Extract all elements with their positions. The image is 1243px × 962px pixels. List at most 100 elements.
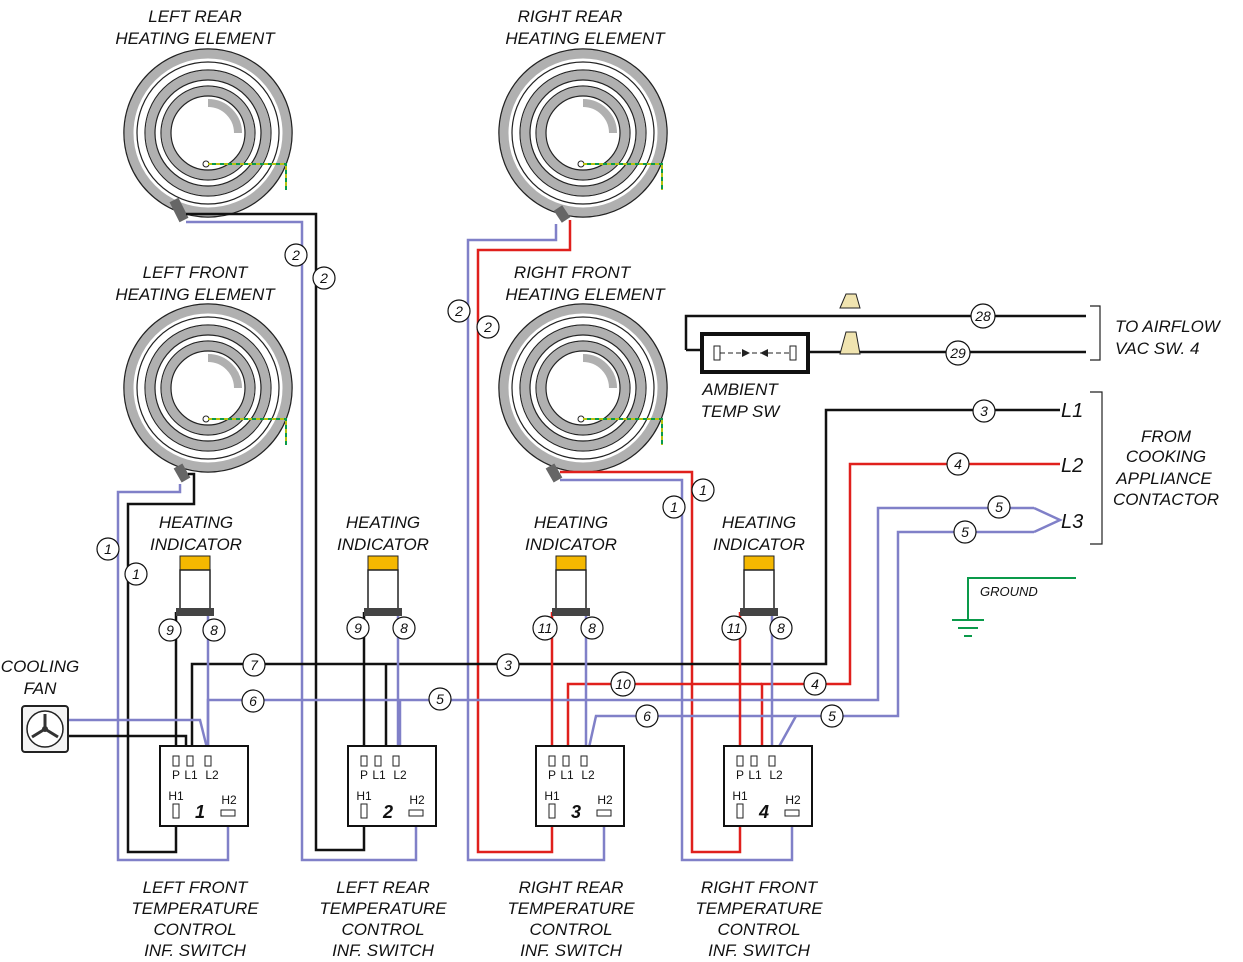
wire-num-4a: 4: [803, 672, 827, 696]
svg-text:RIGHT REAR: RIGHT REAR: [519, 878, 624, 897]
indicator-1-label-1: HEATING: [159, 513, 233, 532]
svg-text:INF. SWITCH: INF. SWITCH: [520, 941, 622, 960]
svg-text:7: 7: [250, 657, 259, 673]
term-l1: L1: [184, 768, 198, 782]
indicator-4-label-1: HEATING: [722, 513, 796, 532]
svg-text:11: 11: [727, 620, 742, 636]
svg-text:28: 28: [974, 308, 991, 324]
svg-text:2: 2: [291, 247, 300, 263]
term-p: P: [360, 768, 368, 782]
svg-text:INF. SWITCH: INF. SWITCH: [144, 941, 246, 960]
indicator-1-label-2: INDICATOR: [150, 535, 242, 554]
svg-text:CONTROL: CONTROL: [153, 920, 236, 939]
svg-text:RIGHT FRONT: RIGHT FRONT: [701, 878, 819, 897]
term-p: P: [548, 768, 556, 782]
switch-3: [535, 745, 625, 827]
wire-2-black: [186, 212, 366, 852]
svg-text:8: 8: [210, 622, 218, 638]
right-rear-element-label-2: HEATING ELEMENT: [505, 29, 666, 48]
switch-1-terminals: P L1 L2 H1 H2 1: [168, 768, 237, 822]
ground-label: GROUND: [980, 584, 1038, 599]
wire-num-9a: 9: [158, 618, 182, 642]
ground-symbol: [952, 577, 1076, 637]
term-h2: H2: [409, 793, 425, 807]
contactor-label-2: COOKING: [1126, 447, 1206, 466]
left-rear-heating-element: [124, 49, 292, 223]
switch-1: [159, 745, 249, 827]
svg-text:5: 5: [961, 524, 969, 540]
svg-text:8: 8: [588, 620, 596, 636]
cooling-fan-label-1: COOLING: [1, 657, 79, 676]
line-l3-label: L3: [1061, 511, 1083, 533]
wire-2-violet-right: [466, 224, 606, 862]
term-l2: L2: [393, 768, 407, 782]
svg-text:INF. SWITCH: INF. SWITCH: [332, 941, 434, 960]
svg-text:5: 5: [828, 708, 836, 724]
right-front-element-label-2: HEATING ELEMENT: [505, 285, 666, 304]
term-h2: H2: [221, 793, 237, 807]
wire-num-6b: 6: [635, 704, 659, 728]
airflow-bracket: [1090, 305, 1101, 361]
svg-text:CONTROL: CONTROL: [341, 920, 424, 939]
ambient-switch-label-2: TEMP SW: [701, 402, 782, 421]
wire-num-1b: 1: [124, 562, 148, 586]
svg-text:5: 5: [436, 691, 444, 707]
svg-text:2: 2: [483, 319, 492, 335]
svg-text:LEFT FRONT: LEFT FRONT: [143, 878, 249, 897]
wire-1-violet: [116, 484, 230, 862]
wire-num-2c: 2: [447, 299, 471, 323]
wire-num-5c: 5: [987, 495, 1011, 519]
heating-indicator-1: [176, 555, 214, 616]
term-h1: H1: [356, 789, 372, 803]
term-l2: L2: [581, 768, 595, 782]
svg-text:1: 1: [104, 541, 112, 557]
svg-text:6: 6: [249, 693, 257, 709]
svg-text:9: 9: [354, 620, 362, 636]
term-l1: L1: [560, 768, 574, 782]
indicator-2-label-2: INDICATOR: [337, 535, 429, 554]
switch-2: [347, 745, 437, 827]
svg-text:10: 10: [615, 676, 631, 692]
wire-1-red: [560, 470, 742, 854]
switch-4-terminals: P L1 L2 H1 H2 4: [732, 768, 801, 822]
right-rear-heating-element: [499, 49, 667, 223]
svg-text:3: 3: [980, 403, 988, 419]
wire-num-3b: 3: [972, 399, 996, 423]
wire-num-9b: 9: [346, 616, 370, 640]
cooling-fan-label-2: FAN: [24, 679, 57, 698]
heating-indicator-3: [552, 555, 590, 616]
indicator-4-label-2: INDICATOR: [713, 535, 805, 554]
wire-4-l2: [760, 462, 1060, 752]
ambient-switch-label-1: AMBIENT: [701, 380, 779, 399]
term-p: P: [172, 768, 180, 782]
wire-num-2d: 2: [476, 315, 500, 339]
term-h1: H1: [168, 789, 184, 803]
heating-indicator-2: [364, 555, 402, 616]
svg-text:TEMPERATURE: TEMPERATURE: [507, 899, 635, 918]
wire-num-1a: 1: [96, 537, 120, 561]
switch-2-label: LEFT REAR TEMPERATURE CONTROL INF. SWITC…: [319, 878, 447, 960]
switch-3-terminals: P L1 L2 H1 H2 3: [544, 768, 613, 822]
wire-num-2b: 2: [312, 266, 336, 290]
ambient-temp-switch: [700, 332, 810, 374]
svg-text:29: 29: [949, 345, 966, 361]
connector-29: [839, 331, 861, 355]
wire-num-4b: 4: [946, 452, 970, 476]
wire-num-8a: 8: [202, 618, 226, 642]
svg-text:9: 9: [166, 622, 174, 638]
wire-num-11b: 11: [721, 615, 747, 641]
wire-2-violet: [186, 220, 418, 862]
svg-text:4: 4: [954, 456, 962, 472]
indicator-2-label-1: HEATING: [346, 513, 420, 532]
svg-text:11: 11: [538, 620, 553, 636]
airflow-label-2: VAC SW. 4: [1115, 339, 1199, 358]
wire-num-1d: 1: [662, 495, 686, 519]
wire-5-l3-b: [774, 530, 1034, 753]
svg-text:8: 8: [400, 620, 408, 636]
left-front-element-label-1: LEFT FRONT: [143, 263, 249, 282]
right-rear-element-label-1: RIGHT REAR: [518, 7, 623, 26]
wire-2-red: [476, 220, 572, 854]
left-rear-element-label-1: LEFT REAR: [148, 7, 242, 26]
term-l2: L2: [205, 768, 219, 782]
